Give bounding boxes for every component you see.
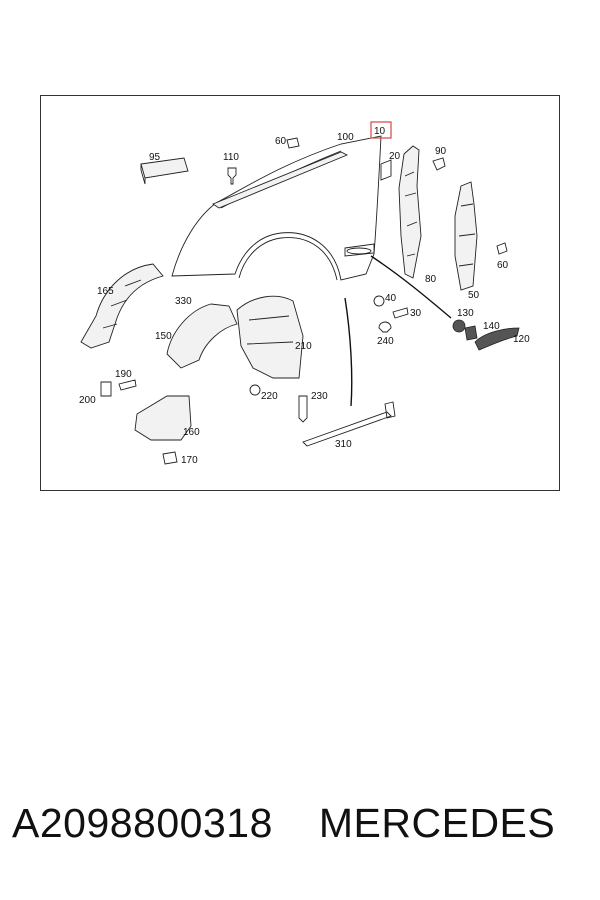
part-number-label: A2098800318	[12, 800, 273, 846]
part-150-liner	[166, 303, 238, 369]
caption-bar: A2098800318 MERCEDES	[12, 800, 592, 847]
part-50-bracket	[454, 181, 478, 291]
callout-170: 170	[181, 455, 198, 466]
part-220-screw	[249, 384, 261, 396]
part-30-screw	[392, 307, 409, 319]
callout-310: 310	[335, 439, 352, 450]
callout-220: 220	[261, 391, 278, 402]
callout-60-right: 60	[497, 260, 509, 271]
callout-120: 120	[513, 334, 530, 345]
part-230-bolt	[298, 395, 308, 423]
callout-80: 80	[425, 274, 437, 285]
callout-230: 230	[311, 391, 328, 402]
part-80-support	[398, 145, 422, 279]
callout-90: 90	[435, 146, 447, 157]
brand-label: MERCEDES	[318, 800, 556, 846]
callout-140: 140	[483, 321, 500, 332]
leader-line-330	[344, 297, 353, 407]
highlight-box-10	[370, 121, 392, 139]
callout-50: 50	[468, 290, 480, 301]
callout-130: 130	[457, 308, 474, 319]
callout-165: 165	[97, 286, 114, 297]
part-240-rivet	[378, 321, 392, 333]
part-60-clip-right	[496, 242, 508, 255]
callout-240: 240	[377, 336, 394, 347]
fender-arch-inner	[238, 237, 338, 281]
callout-150: 150	[155, 331, 172, 342]
part-190-screw	[118, 379, 137, 391]
part-60-clip-top	[286, 137, 300, 149]
callout-20: 20	[389, 151, 401, 162]
part-110-clip	[227, 167, 237, 185]
part-20-bracket	[380, 159, 392, 181]
part-140-clip	[464, 325, 478, 341]
part-200-clip	[100, 381, 112, 397]
callout-110: 110	[223, 152, 239, 163]
part-165-liner	[80, 263, 164, 349]
fender-panel	[171, 135, 382, 281]
fender-badge	[344, 243, 375, 257]
part-210-liner	[236, 295, 304, 379]
callout-200: 200	[79, 395, 96, 406]
callout-10: 10	[374, 126, 386, 137]
callout-100: 100	[337, 132, 354, 143]
callout-95: 95	[149, 152, 161, 163]
callout-210: 210	[295, 341, 312, 352]
parts-diagram-frame: 10 20 30 40 50 60 60 80 90 95 100 110 12…	[40, 95, 560, 491]
callout-60-top: 60	[275, 136, 287, 147]
part-130-grommet	[452, 319, 466, 333]
part-310-cable	[302, 411, 392, 447]
callout-190: 190	[115, 369, 132, 380]
callout-40: 40	[385, 293, 397, 304]
part-120-strip	[474, 327, 520, 351]
part-95-block	[140, 157, 189, 179]
callout-160: 160	[183, 427, 200, 438]
part-40-nut	[373, 295, 385, 307]
top-rail-strip	[212, 151, 349, 209]
part-160-shield	[134, 395, 192, 441]
fender-parts-diagram: 10 20 30 40 50 60 60 80 90 95 100 110 12…	[79, 121, 530, 466]
part-90-clip	[432, 157, 446, 171]
fender-indicator	[346, 247, 372, 255]
part-170-nut	[162, 451, 178, 465]
callout-330: 330	[175, 296, 192, 307]
callout-30: 30	[410, 308, 422, 319]
leader-line-40	[370, 255, 452, 319]
